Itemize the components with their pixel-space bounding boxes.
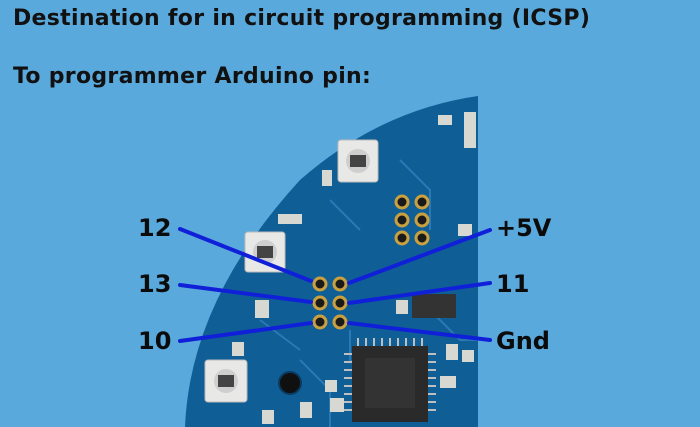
pin-label-gnd: Gnd	[496, 327, 550, 355]
smd-components	[232, 112, 476, 424]
led-bottom	[204, 359, 248, 403]
header-2x3	[394, 194, 430, 246]
led-left	[244, 231, 286, 273]
pointer-line-11	[347, 281, 492, 305]
pin-label-10: 10	[138, 327, 172, 355]
pin-label-13: 13	[138, 270, 172, 298]
pointer-lines	[178, 227, 492, 343]
subtitle: To programmer Arduino pin:	[13, 64, 372, 89]
led-top	[337, 139, 379, 183]
pointer-line-5v	[347, 228, 492, 285]
microcontroller-chip	[344, 338, 436, 422]
pointer-line-12	[178, 227, 313, 283]
pcb-board	[185, 96, 478, 427]
pointer-line-gnd	[347, 321, 492, 342]
pin-label-11: 11	[496, 270, 530, 298]
pointer-line-13	[178, 283, 313, 304]
icsp-header	[312, 276, 348, 330]
title: Destination for in circuit programming (…	[13, 6, 591, 31]
pointer-line-10	[178, 321, 313, 343]
mounting-hole	[278, 371, 302, 395]
pin-label-5v: +5V	[496, 214, 552, 242]
pin-label-12: 12	[138, 214, 172, 242]
